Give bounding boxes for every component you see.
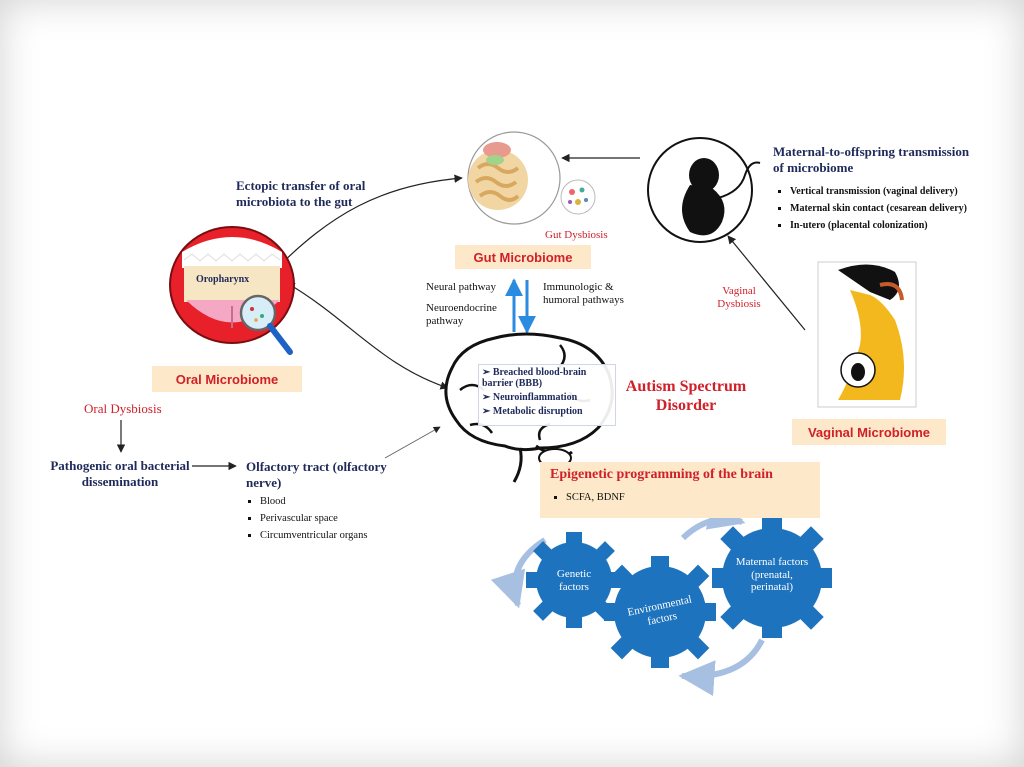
epigenetic-box: Epigenetic programming of the brain SCFA… bbox=[540, 462, 820, 518]
maternal-transmission-list: Vertical transmission (vaginal delivery)… bbox=[776, 186, 1000, 237]
gear-maternal bbox=[712, 518, 832, 638]
cycle-arrow-bottom bbox=[678, 638, 765, 697]
epigenetic-list: SCFA, BDNF bbox=[552, 492, 625, 509]
pregnant-woman-illustration bbox=[817, 261, 917, 408]
route-item: Blood bbox=[260, 496, 367, 507]
brain-effect-item: ➢ Breached blood-brain barrier (BBB) bbox=[482, 367, 587, 389]
transmission-item: In-utero (placental colonization) bbox=[790, 220, 1000, 231]
transmission-item: Vertical transmission (vaginal delivery) bbox=[790, 186, 1000, 197]
vaginal-dysbiosis-label: Vaginal Dysbiosis bbox=[717, 285, 761, 311]
neuroendocrine-pathway-label: Neuroendocrine pathway bbox=[426, 302, 497, 328]
arrow-oral-to-gut bbox=[274, 174, 463, 271]
oropharynx-label: Oropharynx bbox=[196, 274, 250, 285]
brain-effect-item: ➢ Metabolic disruption bbox=[482, 406, 583, 417]
ectopic-transfer-label: Ectopic transfer of oral microbiota to t… bbox=[236, 178, 366, 209]
olfactory-routes-list: Blood Perivascular space Circumventricul… bbox=[246, 496, 367, 547]
brain-effects-box: ➢ Breached blood-brain barrier (BBB) ➢ N… bbox=[478, 364, 616, 426]
olfactory-tract-label: Olfactory tract (olfactory nerve) bbox=[246, 459, 387, 490]
oral-dysbiosis-label: Oral Dysbiosis bbox=[84, 401, 162, 416]
fetus-illustration bbox=[647, 137, 761, 243]
arrow-olfactory-to-brain bbox=[384, 426, 441, 459]
gut-dysbiosis-label: Gut Dysbiosis bbox=[545, 229, 608, 241]
cycle-arrow-left bbox=[490, 537, 547, 609]
transmission-item: Maternal skin contact (cesarean delivery… bbox=[790, 203, 1000, 214]
arrow-vaginal-to-fetus bbox=[727, 235, 806, 331]
genetic-factors-label: Genetic factors bbox=[556, 568, 592, 593]
route-item: Perivascular space bbox=[260, 513, 367, 524]
immunologic-pathways-label: Immunologic & humoral pathways bbox=[543, 281, 624, 307]
gear-environmental bbox=[604, 556, 716, 668]
mouth-illustration bbox=[169, 226, 295, 355]
pathogenic-dissemination-label: Pathogenic oral bacterial dissemination bbox=[50, 458, 190, 489]
gut-microbiome-box: Gut Microbiome bbox=[455, 245, 591, 269]
gut-illustration bbox=[467, 131, 596, 225]
arrow-oral-to-brain bbox=[286, 282, 449, 390]
cycle-arrow-top bbox=[680, 495, 746, 541]
oral-microbiome-box: Oral Microbiome bbox=[152, 366, 302, 392]
epigenetic-item: SCFA, BDNF bbox=[566, 492, 625, 503]
brain-effect-item: ➢ Neuroinflammation bbox=[482, 392, 578, 403]
gear-genetic bbox=[526, 532, 622, 628]
neural-pathway-label: Neural pathway bbox=[426, 281, 496, 293]
vaginal-microbiome-box: Vaginal Microbiome bbox=[792, 419, 946, 445]
route-item: Circumventricular organs bbox=[260, 530, 367, 541]
asd-label: Autism Spectrum Disorder bbox=[625, 378, 747, 415]
maternal-transmission-title: Maternal-to-offspring transmission of mi… bbox=[773, 144, 970, 175]
maternal-factors-label: Maternal factors (prenatal, perinatal) bbox=[735, 556, 809, 594]
epigenetic-title: Epigenetic programming of the brain bbox=[550, 467, 773, 482]
